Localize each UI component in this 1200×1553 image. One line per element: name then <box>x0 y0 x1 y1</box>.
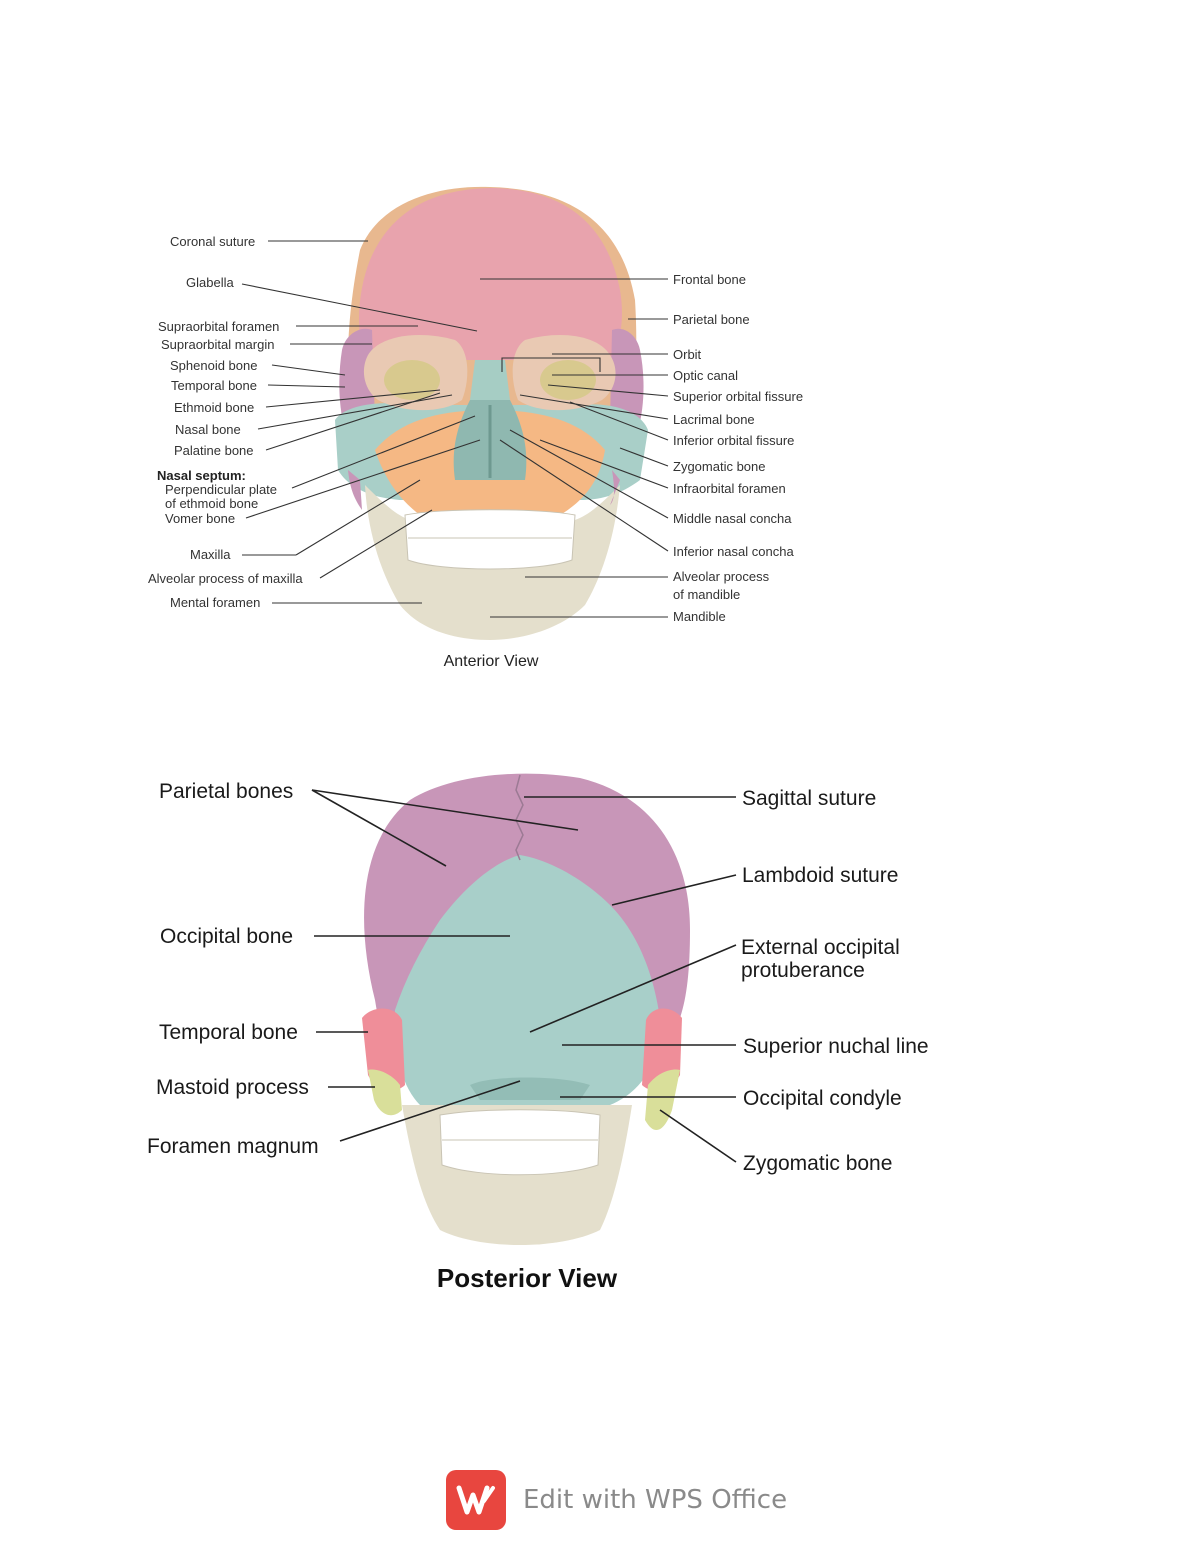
label-ethmoid-bone: Ethmoid bone <box>174 400 254 415</box>
label-alveolar-process-maxilla: Alveolar process of maxilla <box>148 571 303 586</box>
label-frontal-bone: Frontal bone <box>673 272 746 287</box>
posterior-temporal-right-shape <box>642 1008 682 1091</box>
label-maxilla: Maxilla <box>190 547 231 562</box>
label-supraorbital-margin: Supraorbital margin <box>161 337 274 352</box>
anterior-right-leader-lines <box>480 278 669 618</box>
label-coronal-suture: Coronal suture <box>170 234 255 249</box>
anterior-view-caption: Anterior View <box>444 653 539 670</box>
label-optic-canal: Optic canal <box>673 368 738 383</box>
label-inferior-nasal-concha: Inferior nasal concha <box>673 544 794 559</box>
label-parietal-bones: Parietal bones <box>159 780 293 803</box>
label-foramen-magnum: Foramen magnum <box>147 1135 319 1158</box>
anterior-skull-illustration <box>335 186 648 640</box>
label-zygomatic-bone-posterior: Zygomatic bone <box>743 1152 892 1175</box>
label-mental-foramen: Mental foramen <box>170 595 260 610</box>
label-nasal-bone: Nasal bone <box>175 422 241 437</box>
anterior-frontal-bone-shape <box>358 188 622 360</box>
anterior-teeth-shape <box>404 509 576 570</box>
posterior-mastoid-right-shape <box>645 1069 680 1131</box>
label-mandible: Mandible <box>673 609 726 624</box>
label-superior-nuchal-line: Superior nuchal line <box>743 1035 929 1058</box>
label-infraorbital-foramen: Infraorbital foramen <box>673 481 786 496</box>
anterior-right-side-shape <box>610 470 620 505</box>
wps-watermark[interactable]: Edit with WPS Office <box>446 1469 787 1531</box>
anterior-left-labels: Coronal suture Glabella Supraorbital for… <box>148 234 303 610</box>
label-temporal-bone-anterior: Temporal bone <box>171 378 257 393</box>
label-mastoid-process: Mastoid process <box>156 1076 309 1099</box>
posterior-skull-illustration <box>362 773 690 1245</box>
label-occipital-condyle: Occipital condyle <box>743 1087 902 1110</box>
label-lacrimal-bone: Lacrimal bone <box>673 412 755 427</box>
wps-watermark-text: Edit with WPS Office <box>523 1485 788 1515</box>
label-zygomatic-bone-anterior: Zygomatic bone <box>673 459 766 474</box>
label-glabella: Glabella <box>186 275 234 290</box>
anterior-left-leader-lines <box>241 240 481 604</box>
label-vomer-bone: Vomer bone <box>165 511 235 526</box>
label-temporal-bone-posterior: Temporal bone <box>159 1021 298 1044</box>
label-orbit: Orbit <box>673 347 702 362</box>
label-nasal-septum: Nasal septum: <box>157 468 246 483</box>
label-perpendicular-plate: Perpendicular plate <box>165 482 277 497</box>
label-sagittal-suture: Sagittal suture <box>742 787 876 810</box>
posterior-condyle-shape <box>470 1077 590 1100</box>
label-inferior-orbital-fissure: Inferior orbital fissure <box>673 433 794 448</box>
label-of-ethmoid-bone: of ethmoid bone <box>165 496 258 511</box>
label-of-mandible: of mandible <box>673 587 740 602</box>
label-alveolar-process: Alveolar process <box>673 569 770 584</box>
wps-logo-icon <box>446 1470 506 1530</box>
label-parietal-bone: Parietal bone <box>673 312 750 327</box>
posterior-left-labels: Parietal bones Occipital bone Temporal b… <box>147 780 319 1158</box>
label-sphenoid-bone: Sphenoid bone <box>170 358 257 373</box>
label-lambdoid-suture: Lambdoid suture <box>742 864 898 887</box>
anterior-right-labels: Frontal bone Parietal bone Orbit Optic c… <box>673 272 803 624</box>
posterior-mastoid-left-shape <box>368 1069 402 1116</box>
posterior-right-labels: Sagittal suture Lambdoid suture External… <box>741 787 929 1175</box>
posterior-leader-lines <box>311 789 737 1163</box>
label-protuberance: protuberance <box>741 959 865 982</box>
posterior-occipital-bone-shape <box>394 855 660 1105</box>
label-palatine-bone: Palatine bone <box>174 443 254 458</box>
label-external-occipital: External occipital <box>741 936 900 959</box>
label-supraorbital-foramen: Supraorbital foramen <box>158 319 279 334</box>
anterior-sphenoid-left-shape <box>339 328 375 430</box>
label-occipital-bone: Occipital bone <box>160 925 293 948</box>
posterior-view-caption: Posterior View <box>437 1263 618 1293</box>
label-middle-nasal-concha: Middle nasal concha <box>673 511 792 526</box>
label-superior-orbital-fissure: Superior orbital fissure <box>673 389 803 404</box>
posterior-teeth-shape <box>439 1109 601 1176</box>
anterior-nasal-bone-shape <box>470 360 510 400</box>
